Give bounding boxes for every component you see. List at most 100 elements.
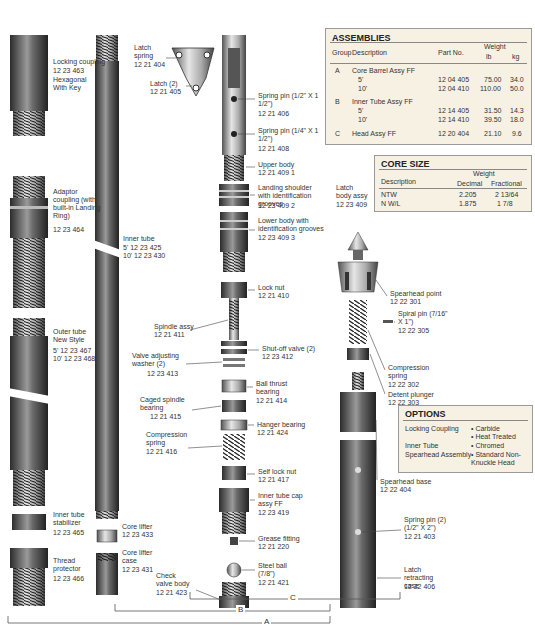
part-name: Hexagonal With Key [53, 76, 93, 92]
part-number: 12 21 421 [258, 579, 289, 587]
part-number: 12 21 410 [258, 292, 289, 300]
table-cell: 1.875 [459, 200, 477, 208]
table-cell: 10' [358, 116, 367, 124]
part-name: Latch body assy [336, 184, 368, 200]
part-number: 12 21 403 [404, 533, 435, 541]
part-number: 12 21 423 [156, 589, 187, 597]
part-number: 12 23 465 [53, 529, 84, 537]
part-name: Caged spindle bearing [140, 396, 192, 412]
table-cell: • Standard Non- Knuckle Head [471, 451, 529, 467]
info-panel: ASSEMBLIESGroupDescriptionPart No.Weight… [325, 28, 532, 145]
divider-line [330, 63, 527, 64]
part-number: 12 23 413 [147, 370, 178, 378]
part-number: 5' 12 23 467 [53, 347, 91, 355]
part-name: Check valve body [156, 572, 190, 588]
part-number: 12 23 409 2 [258, 202, 295, 210]
table-cell: 5' [358, 76, 363, 84]
part-name: Grease fitting [258, 535, 300, 543]
table-cell: Locking Coupling [405, 425, 459, 433]
part-name: Shut-off valve (2) [262, 345, 315, 353]
ball-thrust-bearing [222, 380, 246, 392]
part-name: Latch (2) [150, 80, 178, 88]
part-name: Core lifter [122, 523, 152, 531]
table-cell: B [335, 98, 340, 106]
part-name: Adaptor coupling (with built-in Landing … [53, 188, 105, 220]
table-cell: Decimal [457, 180, 482, 188]
table-cell: 2 13/64 [495, 191, 518, 199]
part-number: 12 23 431 [122, 566, 153, 574]
panel-heading: CORE SIZE [381, 159, 430, 169]
table-cell: A [335, 67, 340, 75]
table-cell: 18.0 [510, 116, 524, 124]
part-name: Inner tube cap assy FF [258, 492, 310, 508]
part-number: 12 21 404 [134, 61, 165, 69]
part-number: 12 21 424 [257, 429, 288, 437]
table-cell: 14.3 [510, 107, 524, 115]
part-name: Self lock nut [258, 468, 296, 476]
part-name: Locking coupling [53, 58, 105, 66]
part-number: 12 23 463 [53, 67, 84, 75]
part-number: 10' 12 23 430 [123, 252, 165, 260]
table-cell: Description [352, 49, 387, 57]
group-brackets [8, 592, 400, 623]
table-cell: Description [381, 178, 416, 186]
part-number: 12 22 303 [388, 399, 419, 407]
part-number: 12 21 411 [154, 331, 185, 339]
inner-tube-stabilizer [12, 514, 46, 530]
caged-spindle-bearing [222, 400, 246, 412]
part-number: 12 21 408 [258, 145, 289, 153]
table-cell: 12 20 404 [438, 130, 469, 138]
table-cell: Weight [473, 170, 495, 178]
table-cell: 110.00 [480, 85, 501, 93]
hanger-bearing [221, 420, 247, 430]
table-cell: NTW [381, 191, 397, 199]
part-number: 12 21 220 [258, 543, 289, 551]
table-cell: 50.0 [510, 85, 524, 93]
table-cell: • Carbide [471, 425, 500, 433]
part-number: 12 23 464 [53, 226, 84, 234]
part-name: Compression spring [146, 431, 188, 447]
info-panel: CORE SIZE Description WeightDecimal Fractio… [374, 155, 532, 212]
upper-body [222, 35, 246, 181]
table-cell: Weight [484, 43, 506, 51]
part-number: 12 23 409 3 [258, 234, 295, 242]
part-name: Lock nut [258, 284, 284, 292]
part-name: Steel ball (7/8") [258, 562, 294, 578]
table-cell: Inner Tube Assy FF [352, 98, 413, 106]
part-number: 12 21 405 [150, 88, 181, 96]
table-cell: Head Assy FF [352, 130, 396, 138]
part-name: Spring pin (2) (1/2" X 2") [404, 516, 449, 532]
part-name: Inner tube stabilizer [53, 511, 95, 527]
table-cell: kg [512, 53, 519, 61]
part-name: Thread protector [53, 557, 89, 573]
table-cell: Inner Tube [405, 442, 438, 450]
table-cell: 39.50 [484, 116, 502, 124]
part-name: Inner tube [123, 235, 155, 243]
part-name: Upper body [258, 161, 294, 169]
part-number: 12 22 406 [404, 583, 435, 591]
part-name: Spiral pin (7/16" X 1") [398, 310, 448, 326]
table-cell: 21.10 [484, 130, 502, 138]
landing-shoulder [219, 184, 249, 206]
table-cell: Core Barrel Assy FF [352, 67, 415, 75]
part-number: 12 22 305 [398, 327, 429, 335]
table-cell: Group [332, 49, 351, 57]
divider-line [379, 188, 527, 189]
spindle [229, 298, 239, 340]
inner-tube [93, 35, 121, 519]
part-number: 12 21 416 [146, 448, 177, 456]
table-cell: Fractional [491, 180, 522, 188]
part-name: Detent plunger [388, 391, 434, 399]
part-number: 10' 12 23 468 [53, 355, 95, 363]
spearhead-point [338, 232, 378, 292]
table-cell: 10' [358, 85, 367, 93]
compression-spring [223, 434, 245, 460]
valve-washer [223, 358, 245, 367]
grease-fitting [230, 537, 238, 545]
part-number: 12 21 417 [258, 476, 289, 484]
divider-line [403, 420, 528, 421]
part-name: Hanger bearing [257, 421, 305, 429]
part-name: Valve adjusting washer (2) [132, 352, 187, 368]
part-name: Spring pin (1/4" X 1 1/2") [258, 127, 320, 143]
part-name: Spindle assy [154, 323, 194, 331]
